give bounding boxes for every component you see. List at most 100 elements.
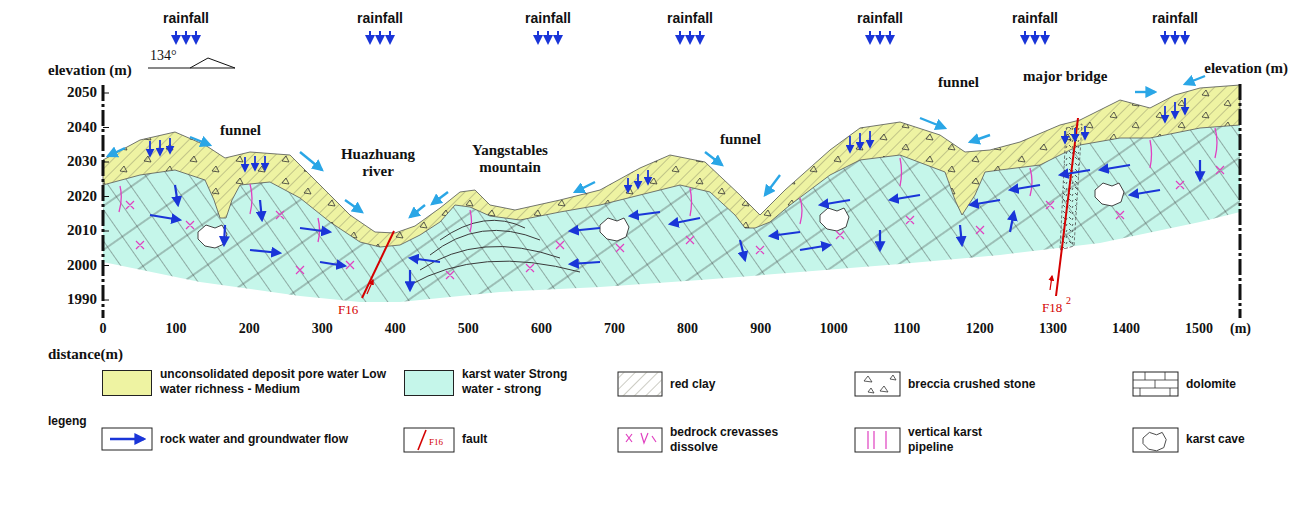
rain-arrow <box>537 31 539 43</box>
flow-arrow <box>770 232 800 236</box>
karst-pipeline <box>119 128 1217 242</box>
infiltration-arrow <box>859 133 861 149</box>
runoff-arrow <box>575 182 595 192</box>
axis-title: distance(m) <box>48 346 123 363</box>
runoff-arrow <box>432 192 448 204</box>
azimuth-label: 134° <box>150 48 177 64</box>
infiltration-arrow <box>647 170 649 184</box>
tick-label: 500 <box>458 321 479 337</box>
tick-label: 700 <box>604 321 625 337</box>
flow-arrow <box>960 225 962 245</box>
axes <box>103 58 1240 318</box>
rainfall-label: rainfall <box>1012 10 1058 26</box>
infiltration-arrow <box>264 156 266 170</box>
infiltration-arrow <box>169 138 171 153</box>
flow-arrow <box>1100 165 1130 170</box>
infiltration-arrow <box>244 157 246 171</box>
runoff-arrow <box>108 148 125 156</box>
crevasse-mark <box>126 166 1224 279</box>
rainfall-label: rainfall <box>667 10 713 26</box>
tick-label: 2040 <box>67 119 97 136</box>
rain-arrow <box>195 31 197 43</box>
fault-zone <box>362 118 1082 298</box>
axis-title: elevation (m) <box>48 62 132 79</box>
rainfall-label: rainfall <box>357 10 403 26</box>
tick-label: 2020 <box>67 188 97 205</box>
flow-arrow <box>224 225 225 245</box>
flow-arrow <box>410 258 440 262</box>
tick-label: 300 <box>312 321 333 337</box>
flow-arrow <box>970 200 1000 205</box>
rain-arrow <box>869 31 871 43</box>
infiltration-arrow <box>1074 128 1076 141</box>
rainfall-label: rainfall <box>525 10 571 26</box>
rainfall-label: rainfall <box>163 10 209 26</box>
runoff-arrow <box>190 137 210 145</box>
flow-arrow <box>409 270 411 290</box>
rain-arrow <box>557 31 559 43</box>
legend-label: red clay <box>670 377 715 392</box>
place-label: Yangstables mountain <box>458 142 563 176</box>
fault-label: F16 <box>338 302 358 318</box>
infiltration-arrow <box>1084 126 1086 139</box>
runoff-arrow <box>410 205 425 217</box>
rain-arrow <box>689 31 691 43</box>
legend-label: unconsolidated deposit pore water Low wa… <box>160 367 392 397</box>
tick-label: 1300 <box>1039 321 1067 337</box>
infiltration-arrow <box>627 178 629 192</box>
legend-label: karst water Strong water - strong <box>462 367 602 397</box>
runoff-arrow <box>1185 76 1205 84</box>
legend-label: rock water and groundwater flow <box>160 432 348 447</box>
flow-arrow <box>175 185 178 205</box>
tick-label: 200 <box>239 321 260 337</box>
legend-swatch <box>102 370 152 396</box>
tick-label: 1100 <box>893 321 920 337</box>
runoff-arrow <box>345 200 362 212</box>
tick-label: 2030 <box>67 153 97 170</box>
runoff-arrow <box>920 118 945 128</box>
legend-label: breccia crushed stone <box>908 377 1035 392</box>
flow-arrow <box>320 262 345 266</box>
rain-arrow <box>1164 31 1166 43</box>
rain-arrow <box>1174 31 1176 43</box>
runoff-arrow <box>300 152 322 170</box>
flow-arrow <box>820 200 850 205</box>
flow-arrow <box>1010 185 1040 190</box>
runoff-arrow <box>765 175 780 195</box>
infiltration-arrow <box>1174 102 1176 118</box>
infiltration-arrow <box>1184 98 1186 114</box>
rain-arrow <box>889 31 891 43</box>
infiltration-arrow <box>1064 131 1066 143</box>
rain-arrow <box>379 31 381 43</box>
flow-arrow <box>260 200 262 220</box>
rain-arrow <box>879 31 881 43</box>
flow-arrow <box>890 195 920 200</box>
tick-label: 600 <box>531 321 552 337</box>
axis-title: elevation (m) <box>1204 60 1288 77</box>
unit-label: (m) <box>1230 321 1251 337</box>
infiltration-arrow <box>637 174 639 188</box>
infiltration-arrow <box>159 140 161 155</box>
place-label: major bridge <box>1023 68 1107 85</box>
tick-label: 2050 <box>67 84 97 101</box>
fault-label: 2 <box>1066 295 1071 306</box>
tick-label: 900 <box>750 321 771 337</box>
rain-arrow <box>185 31 187 43</box>
rainfall-label: rainfall <box>857 10 903 26</box>
rain-arrow <box>175 31 177 43</box>
rain-arrow <box>1184 31 1186 43</box>
rain-arrow <box>699 31 701 43</box>
legend-label: bedrock crevasses dissolve <box>670 425 800 455</box>
flow-arrow <box>300 228 330 232</box>
legend-label: dolomite <box>1186 377 1236 392</box>
rain-arrow <box>1044 31 1046 43</box>
infiltration-arrow <box>149 141 151 156</box>
tick-label: 1990 <box>67 291 97 308</box>
flow-arrow <box>800 245 830 250</box>
infiltration-arrow <box>254 156 256 170</box>
rain-arrow <box>1034 31 1036 43</box>
tick-label: 1200 <box>966 321 994 337</box>
infiltration-arrow <box>849 136 851 152</box>
runoff-arrow <box>705 152 722 165</box>
